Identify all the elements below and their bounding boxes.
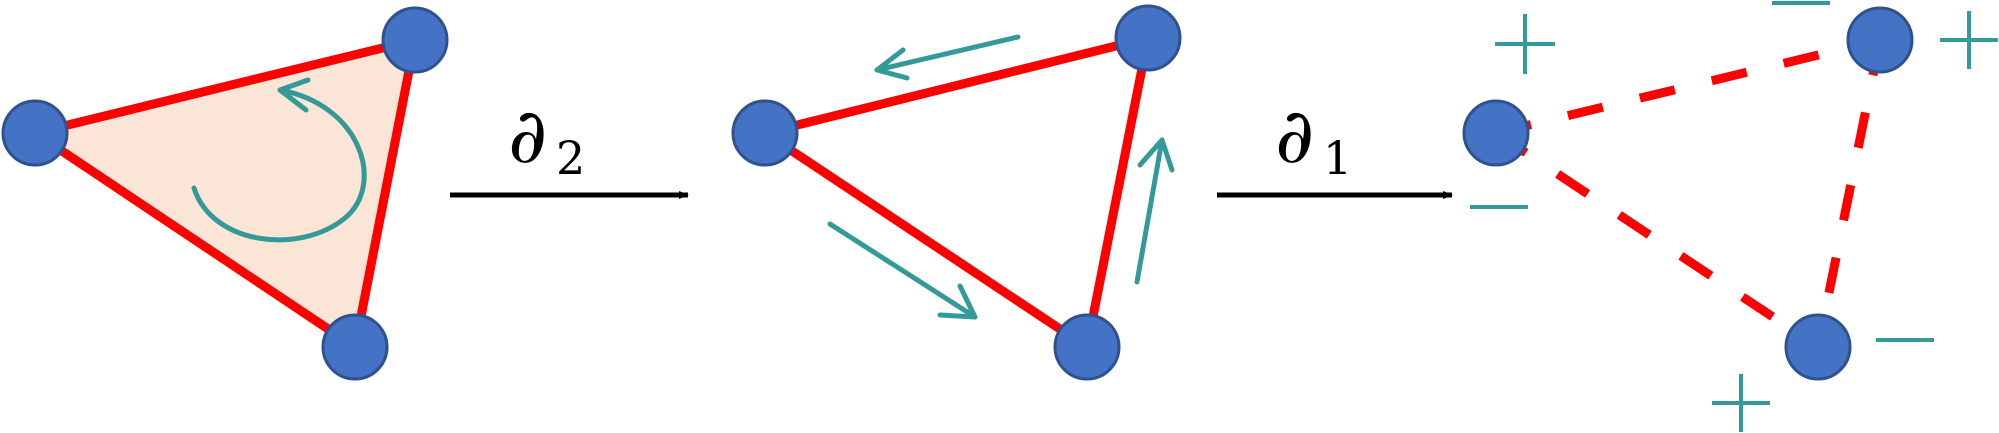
triangle-face bbox=[35, 40, 415, 347]
orientation-arrowhead bbox=[874, 47, 910, 81]
edge-top bbox=[33, 35, 417, 138]
edge-left bbox=[32, 129, 358, 351]
panel-boundary-edges bbox=[731, 4, 1182, 381]
vertex bbox=[321, 313, 389, 381]
operator-d2: ∂ 2 bbox=[450, 91, 689, 199]
vertex bbox=[1462, 99, 1530, 167]
dashed-edge-right bbox=[1813, 39, 1885, 348]
orientation-arrow bbox=[827, 221, 978, 320]
orientation-arrow bbox=[1134, 137, 1165, 285]
orientation-arrowhead bbox=[1137, 137, 1175, 173]
vertex bbox=[1053, 313, 1121, 381]
vertex bbox=[731, 99, 799, 167]
orientation-arrow bbox=[874, 34, 1021, 73]
plus-sign bbox=[1712, 374, 1770, 432]
edge-right bbox=[350, 39, 420, 348]
operator-d1: ∂ 1 bbox=[1217, 91, 1453, 199]
orientation-arrowhead bbox=[277, 77, 311, 113]
dashed-edge-top bbox=[1494, 35, 1882, 138]
panel-boundary-vertices bbox=[1462, 1, 1998, 432]
dashed-edge-left bbox=[1493, 129, 1821, 351]
plus-sign bbox=[1495, 14, 1555, 74]
edge-right bbox=[1082, 37, 1153, 348]
orientation-circular-arrow bbox=[191, 87, 367, 243]
plus-sign bbox=[1940, 11, 1998, 69]
operator-symbol: ∂ bbox=[1275, 91, 1314, 180]
edge-top bbox=[763, 33, 1150, 138]
operator-subscript: 1 bbox=[1323, 131, 1352, 185]
vertex bbox=[1, 99, 69, 167]
operator-subscript: 2 bbox=[556, 131, 585, 185]
vertex bbox=[1846, 6, 1914, 74]
operator-symbol: ∂ bbox=[508, 91, 547, 180]
edge-left bbox=[762, 129, 1090, 351]
panel-triangle-face bbox=[1, 6, 449, 381]
vertex bbox=[1114, 4, 1182, 72]
vertex bbox=[1784, 313, 1852, 381]
orientation-arrowhead bbox=[937, 283, 978, 320]
vertex bbox=[381, 6, 449, 74]
